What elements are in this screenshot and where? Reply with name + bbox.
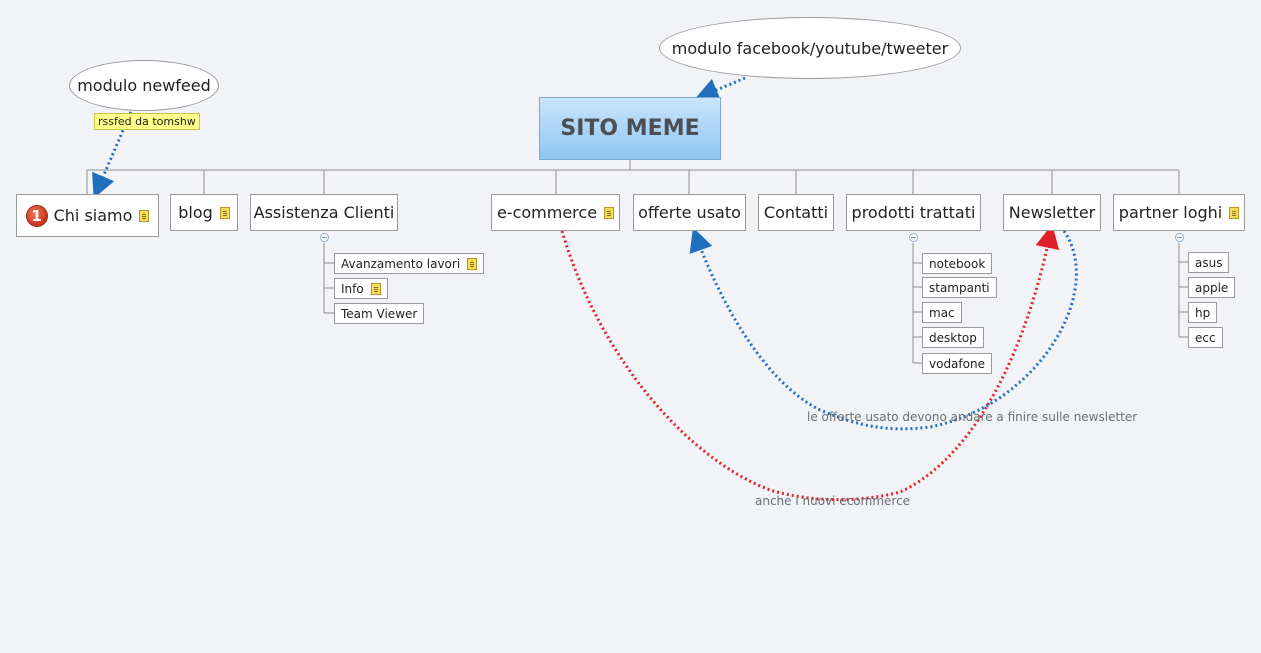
subtopic-info[interactable]: Info [334, 278, 388, 299]
note-icon[interactable] [604, 206, 615, 219]
subtopic-desktop[interactable]: desktop [922, 327, 984, 348]
topic-label: prodotti trattati [851, 203, 976, 222]
topic-newsletter[interactable]: Newsletter [1003, 194, 1101, 231]
topic-label: Chi siamo [53, 206, 133, 225]
subtopic-notebook[interactable]: notebook [922, 253, 993, 274]
subtopic-team-viewer[interactable]: Team Viewer [334, 303, 425, 324]
subtopic-label: Team Viewer [341, 306, 418, 321]
subtopic-avanzamento-lavori[interactable]: Avanzamento lavori [334, 253, 485, 274]
callout-social[interactable]: modulo facebook/youtube/tweeter [659, 17, 961, 79]
topic-label: Assistenza Clienti [253, 203, 395, 222]
relationship-label-offerte[interactable]: le offerte usato devono andare a finire … [807, 410, 1138, 424]
social-callout-arrow [694, 76, 746, 102]
topic-e-commerce[interactable]: e-commerce [491, 194, 620, 231]
topic-label: Contatti [763, 203, 829, 222]
newsfeed-tag: rssfed da tomshw [94, 113, 200, 130]
collapse-toggle-assistenza[interactable] [320, 233, 329, 242]
topic-assistenza-clienti[interactable]: Assistenza Clienti [250, 194, 398, 231]
topic-chi-siamo[interactable]: 1 Chi siamo [16, 194, 159, 237]
subtopic-apple[interactable]: apple [1188, 277, 1236, 298]
subtopic-ecc[interactable]: ecc [1188, 327, 1223, 348]
topic-offerte-usato[interactable]: offerte usato [633, 194, 746, 231]
topic-label: Newsletter [1008, 203, 1096, 222]
topic-contatti[interactable]: Contatti [758, 194, 834, 231]
relationship-label-ecommerce[interactable]: anche i nuovi ecommerce [755, 494, 911, 508]
topic-blog[interactable]: blog [170, 194, 238, 231]
priority-1-icon: 1 [25, 204, 48, 227]
relationship-ecommerce-newsletter [560, 224, 1060, 502]
collapse-toggle-partner[interactable] [1175, 233, 1184, 242]
subtopic-mac[interactable]: mac [922, 302, 962, 323]
topic-label: offerte usato [638, 203, 741, 222]
note-icon[interactable] [219, 206, 230, 219]
note-icon[interactable] [1229, 206, 1240, 219]
topic-label: e-commerce [496, 203, 598, 222]
collapse-toggle-prodotti[interactable] [909, 233, 918, 242]
subtopic-stampanti[interactable]: stampanti [922, 277, 997, 298]
subtopic-asus[interactable]: asus [1188, 252, 1230, 273]
topic-prodotti-trattati[interactable]: prodotti trattati [846, 194, 981, 231]
note-icon[interactable] [467, 257, 478, 270]
subtopic-label: Info [341, 281, 364, 296]
subtopic-hp[interactable]: hp [1188, 302, 1218, 323]
note-icon[interactable] [370, 282, 381, 295]
central-topic[interactable]: SITO MEME [539, 97, 721, 160]
topic-label: partner loghi [1118, 203, 1223, 222]
subtopic-vodafone[interactable]: vodafone [922, 353, 992, 374]
relationship-offerte-newsletter [689, 227, 1078, 431]
callout-newsfeed[interactable]: modulo newfeed [69, 60, 219, 111]
note-icon[interactable] [139, 209, 150, 222]
callout-social-label: modulo facebook/youtube/tweeter [671, 38, 949, 58]
topic-partner-loghi[interactable]: partner loghi [1113, 194, 1245, 231]
topic-label: blog [178, 203, 213, 222]
subtopic-label: Avanzamento lavori [341, 256, 461, 271]
callout-newsfeed-label: modulo newfeed [77, 76, 211, 95]
